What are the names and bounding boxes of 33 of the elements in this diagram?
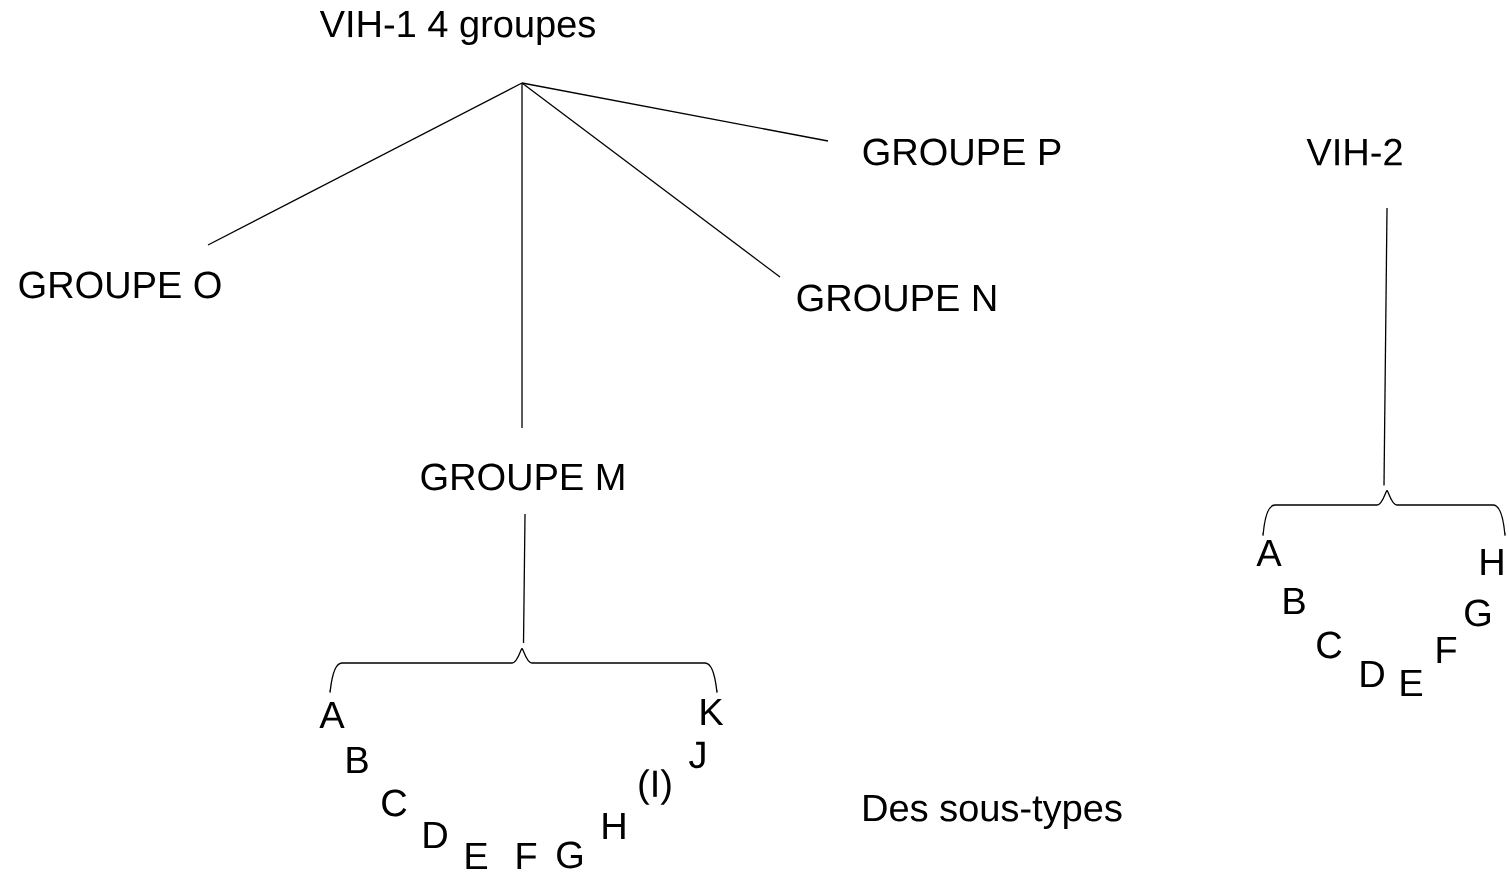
subtype-letter: K [701,698,724,726]
subtype-letter: D [1361,660,1384,688]
subtype-letter: E [466,842,488,870]
group-label: VIH-1 4 groupes [319,11,595,45]
annotation-text: Des sous-types [864,795,1122,829]
subtype-letter: G [557,841,582,869]
subtype-letter: F [1437,636,1457,664]
branch-line [521,82,781,278]
curly-brace [1262,490,1506,536]
branch-line [207,82,523,246]
curly-brace [329,648,718,693]
group-label: GROUPE O [19,271,221,299]
subtype-letter: H [603,812,625,840]
subtype-letter: A [319,701,345,729]
subtype-letter: C [382,789,407,817]
branch-line [521,82,523,429]
group-label: VIH-2 [1306,138,1402,166]
branch-line [522,513,526,644]
subtype-letter: F [517,842,537,870]
group-label: GROUPE N [797,284,996,312]
subtype-letter: (I) [639,769,671,805]
subtype-letter: A [1256,539,1282,567]
subtype-letter: C [1317,631,1342,659]
subtype-letter: J [689,741,705,769]
branch-line [521,82,829,142]
group-label: GROUPE M [421,463,624,491]
subtype-letter: G [1465,599,1490,627]
subtype-letter: B [1284,587,1305,615]
branch-line [1383,207,1388,487]
subtype-letter: D [424,821,447,849]
group-label: GROUPE P [863,138,1061,166]
subtype-letter: B [347,746,368,774]
subtype-letter: E [1401,669,1423,697]
